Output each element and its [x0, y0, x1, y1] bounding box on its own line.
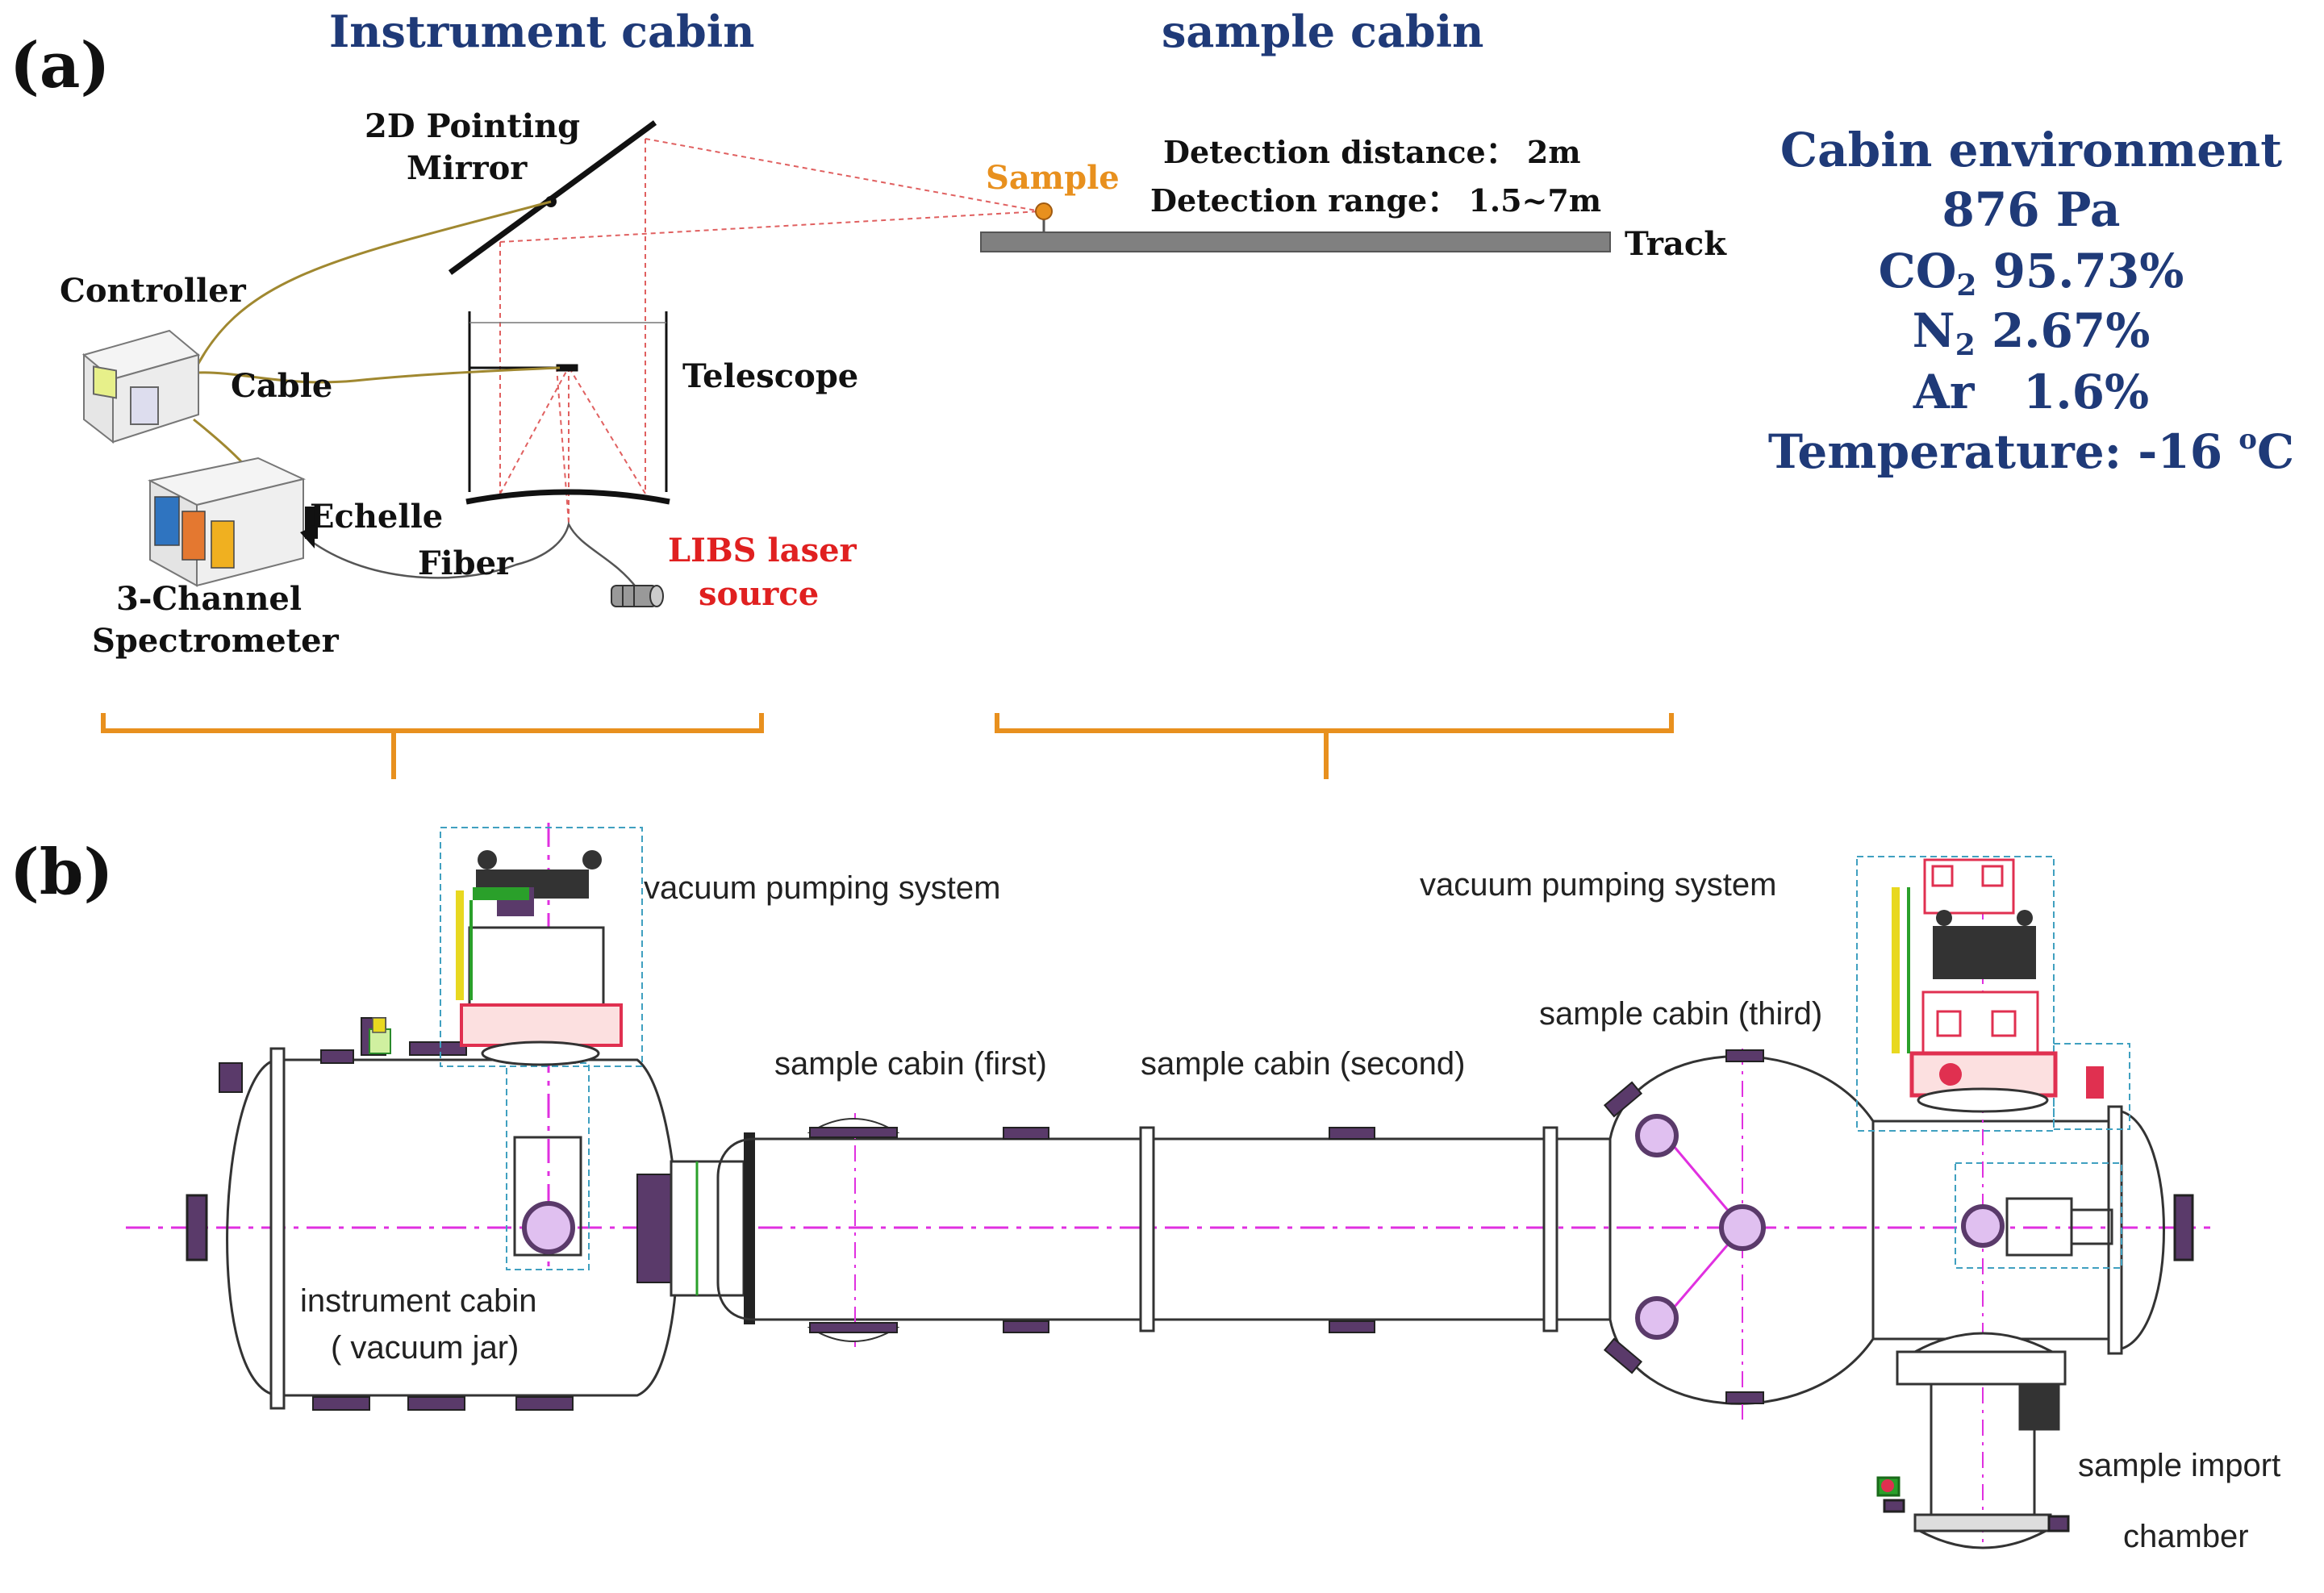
track-label: Track [1625, 225, 1727, 263]
sample-cabin-title: sample cabin [1162, 6, 1483, 57]
vacuum-pumping-left-label: vacuum pumping system [644, 870, 1000, 906]
spectrometer-label-line2: Spectrometer [92, 622, 340, 660]
env-co2-prefix: CO [1879, 244, 1957, 298]
env-co2-value: 95.73% [1976, 244, 2184, 298]
right-cylinder [1871, 1105, 2194, 1355]
inner-tube [513, 1136, 582, 1257]
sample-marker [1035, 202, 1053, 220]
sample-cabin-tube [716, 1126, 1612, 1332]
laser-label-line1: LIBS laser [668, 532, 857, 569]
detection-range: Detection range： 1.5~7m [1150, 182, 1601, 219]
sample-import-label-line1: sample import [2078, 1448, 2280, 1483]
env-n2-sub: 2 [1955, 328, 1976, 362]
pump-right-dashed-box [1856, 856, 2055, 1132]
laser-label-line2: source [699, 575, 819, 613]
sample-import-chamber [1876, 1332, 2070, 1549]
cables [192, 200, 561, 501]
sample-import-label-line2: chamber [2123, 1519, 2249, 1554]
pump-left-dashed-box [440, 827, 643, 1067]
sample-cabin-ports [807, 1118, 1375, 1342]
echelle-label: Echelle [310, 498, 443, 536]
vacuum-pumping-right-label: vacuum pumping system [1420, 867, 1776, 903]
third-cabin-ports [1635, 1114, 1766, 1340]
brace-sample [995, 713, 1674, 779]
env-temp-unit: C [2257, 424, 2294, 479]
right-window [1961, 1197, 2113, 1257]
light-rays [499, 138, 1041, 523]
brace-instrument [101, 713, 764, 779]
green-fitting [369, 1028, 391, 1054]
telescope-label: Telescope [682, 357, 858, 395]
env-n2-value: 2.67% [1976, 303, 2151, 358]
panel-a-label: (a) [10, 29, 110, 102]
fiber-line [299, 521, 638, 590]
pump-right-dashed-box-2 [2053, 1043, 2130, 1130]
env-temperature: Temperature: -16 oC [1768, 423, 2294, 479]
sample-cabin-third-label: sample cabin (third) [1539, 996, 1822, 1032]
connector-flange [636, 1132, 755, 1324]
controller-box [81, 329, 201, 444]
cable-label: Cable [231, 367, 332, 405]
env-n2: N2 2.67% [1913, 303, 2151, 362]
panel-b-label: (b) [10, 836, 113, 909]
laser-source-icon [611, 585, 664, 607]
instrument-cabin-title: Instrument cabin [329, 6, 754, 57]
sample-cabin-second-label: sample cabin (second) [1141, 1046, 1465, 1082]
env-co2: CO2 95.73% [1879, 244, 2184, 302]
instrument-cabin-label-line2: ( vacuum jar) [331, 1330, 519, 1366]
detection-distance: Detection distance： 2m [1163, 134, 1581, 170]
controller-label: Controller [60, 272, 247, 310]
fiber-label: Fiber [418, 544, 514, 582]
mirror-label-line1: 2D Pointing [365, 107, 580, 145]
third-cabin-flanges [1603, 1049, 1764, 1404]
pump-left [456, 850, 623, 1066]
mirror-label-line2: Mirror [407, 149, 528, 187]
env-co2-sub: 2 [1956, 269, 1976, 302]
env-temp-prefix: Temperature: -16 [1768, 424, 2238, 479]
env-n2-prefix: N [1913, 303, 1955, 358]
cabin-environment: Cabin environment 876 Pa CO2 95.73% N2 2… [1768, 123, 2294, 479]
spectrometer-label-line1: 3-Channel [116, 580, 302, 618]
telescope [465, 311, 670, 505]
inner-port [522, 1201, 575, 1254]
sample-label: Sample [986, 159, 1120, 197]
env-pressure: 876 Pa [1942, 182, 2121, 237]
inner-dashed-box [506, 1062, 590, 1270]
spectrometer-box [148, 457, 318, 587]
env-temp-sup: o [2238, 423, 2257, 456]
track-bar [980, 231, 1611, 252]
env-ar: Ar 1.6% [1913, 365, 2149, 419]
pump-right [1892, 858, 2104, 1113]
sample-cabin-first-label: sample cabin (first) [774, 1046, 1047, 1082]
yellow-fitting [372, 1017, 386, 1033]
instrument-cabin-label-line1: instrument cabin [300, 1283, 536, 1319]
env-title: Cabin environment [1780, 123, 2282, 177]
